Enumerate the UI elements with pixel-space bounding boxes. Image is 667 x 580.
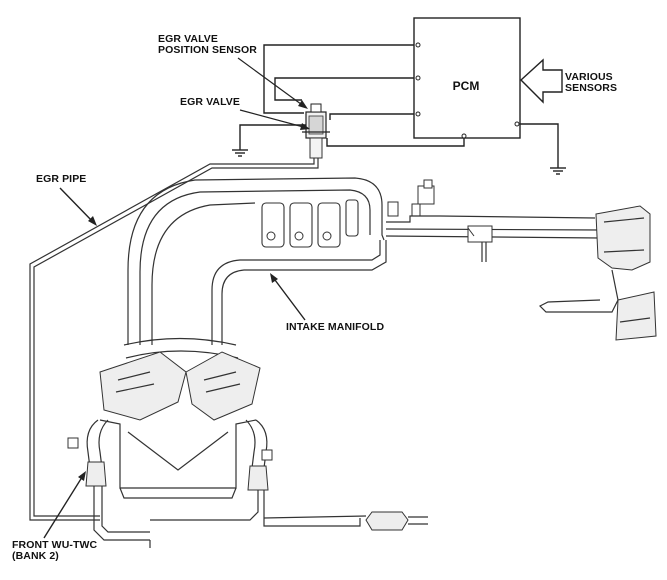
air-cleaner: [538, 205, 657, 341]
various-sensors-arrow: [519, 58, 563, 104]
various-sensors-label-line1: VARIOUS: [565, 71, 613, 83]
egr-valve-position-sensor-leader: [237, 57, 308, 109]
wire-egr-ground: [329, 113, 414, 120]
various-sensors-label-line2: SENSORS: [565, 82, 617, 94]
wire-egr-signal: [274, 77, 414, 101]
wire-egr-power: [326, 138, 465, 147]
intake-duct: [385, 179, 601, 262]
egr-pipe: [29, 158, 319, 521]
engine-block: [67, 351, 273, 499]
egr-valve-leader: [239, 109, 310, 130]
egr-pipe-label: EGR PIPE: [36, 173, 86, 185]
intake-manifold-leader: [270, 273, 306, 321]
egr-valve-ground-wire: [239, 124, 306, 150]
egr-valve: [302, 103, 330, 159]
exhaust-pipe: [93, 486, 428, 548]
intake-manifold-label: INTAKE MANIFOLD: [286, 321, 384, 333]
front-wu-twc-bank1: [247, 465, 269, 491]
pcm-label: PCM: [453, 79, 480, 93]
pcm-ground-wire: [520, 123, 559, 168]
front-wu-twc-bank2: [85, 461, 107, 487]
egr-valve-label: EGR VALVE: [180, 96, 240, 108]
pcm-terminal: [461, 133, 467, 139]
egr-valve-position-sensor-label-line1: EGR VALVE: [158, 33, 218, 45]
front-wu-twc-label-line1: FRONT WU-TWC: [12, 539, 97, 551]
intake-manifold: [123, 177, 387, 359]
front-wu-twc-label-line2: (BANK 2): [12, 550, 59, 562]
egr-pipe-leader: [59, 187, 97, 226]
pcm-terminal: [415, 75, 421, 81]
pcm-terminal: [514, 121, 520, 127]
wire-egr-sensor: [263, 44, 414, 114]
pcm-terminal: [415, 42, 421, 48]
pcm-terminal: [415, 111, 421, 117]
pcm-box: [413, 17, 521, 139]
front-wu-twc-leader: [43, 471, 86, 539]
egr-valve-ground-symbol: [232, 149, 248, 157]
egr-valve-position-sensor-label-line2: POSITION SENSOR: [158, 44, 257, 56]
pcm-ground-symbol: [550, 167, 566, 175]
